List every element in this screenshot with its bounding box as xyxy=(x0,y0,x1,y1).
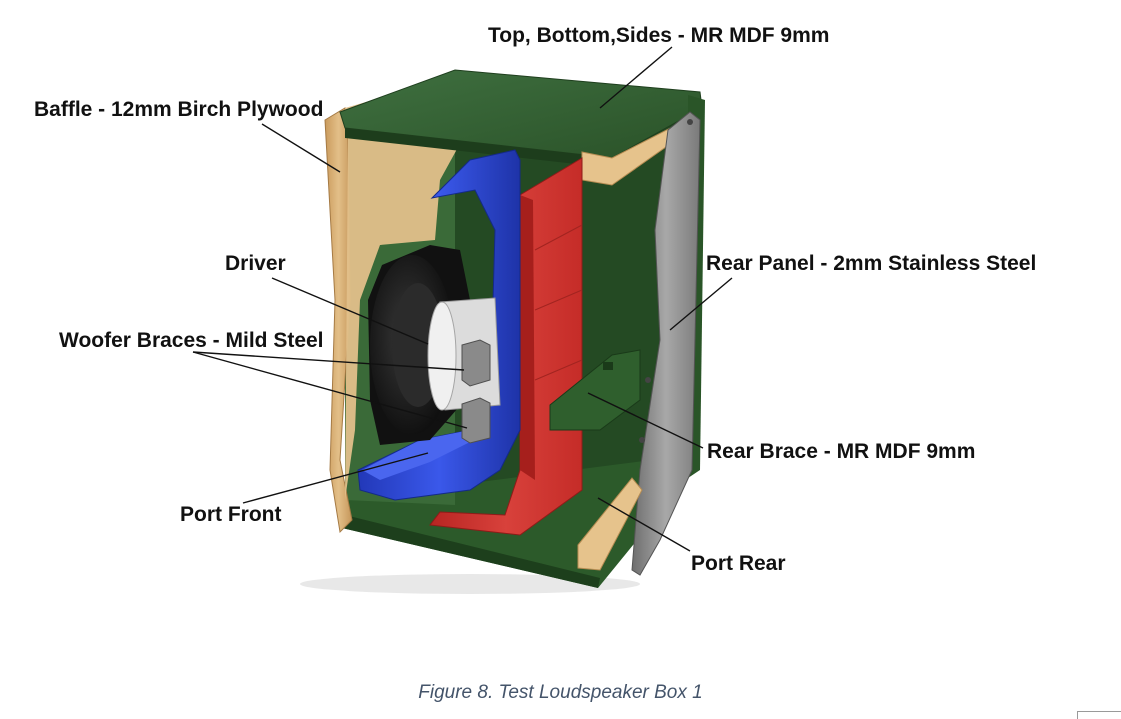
woofer-brace-lower xyxy=(461,397,491,444)
leader-port-front xyxy=(242,452,429,504)
label-rear-panel: Rear Panel - 2mm Stainless Steel xyxy=(706,252,1037,275)
label-rear-brace: Rear Brace - MR MDF 9mm xyxy=(707,440,976,463)
floor-shadow xyxy=(300,574,640,594)
rear-panel xyxy=(631,111,701,576)
leader-woofer-lower xyxy=(192,351,468,429)
leader-port-rear xyxy=(597,497,691,552)
label-driver: Driver xyxy=(225,252,286,275)
rear-brace xyxy=(549,349,641,431)
label-woofer-braces: Woofer Braces - Mild Steel xyxy=(59,329,324,352)
baffle-inner-face xyxy=(345,75,462,500)
leader-rear-brace xyxy=(587,392,704,449)
leader-baffle xyxy=(261,123,341,173)
leader-driver xyxy=(271,277,429,345)
label-port-rear: Port Rear xyxy=(691,552,786,575)
bottom-brace xyxy=(577,477,643,571)
leader-top xyxy=(599,46,673,109)
label-top-bottom-sides: Top, Bottom,Sides - MR MDF 9mm xyxy=(488,24,830,47)
figure-caption: Figure 8. Test Loudspeaker Box 1 xyxy=(418,682,703,703)
port-rear xyxy=(429,157,583,536)
woofer-brace-upper xyxy=(461,339,491,387)
corner-frame xyxy=(1077,711,1121,719)
leader-rear-panel xyxy=(669,277,733,331)
leader-woofer-upper xyxy=(192,351,465,371)
label-baffle: Baffle - 12mm Birch Plywood xyxy=(34,98,324,121)
leader-lines xyxy=(192,46,733,552)
label-port-front: Port Front xyxy=(180,503,282,526)
